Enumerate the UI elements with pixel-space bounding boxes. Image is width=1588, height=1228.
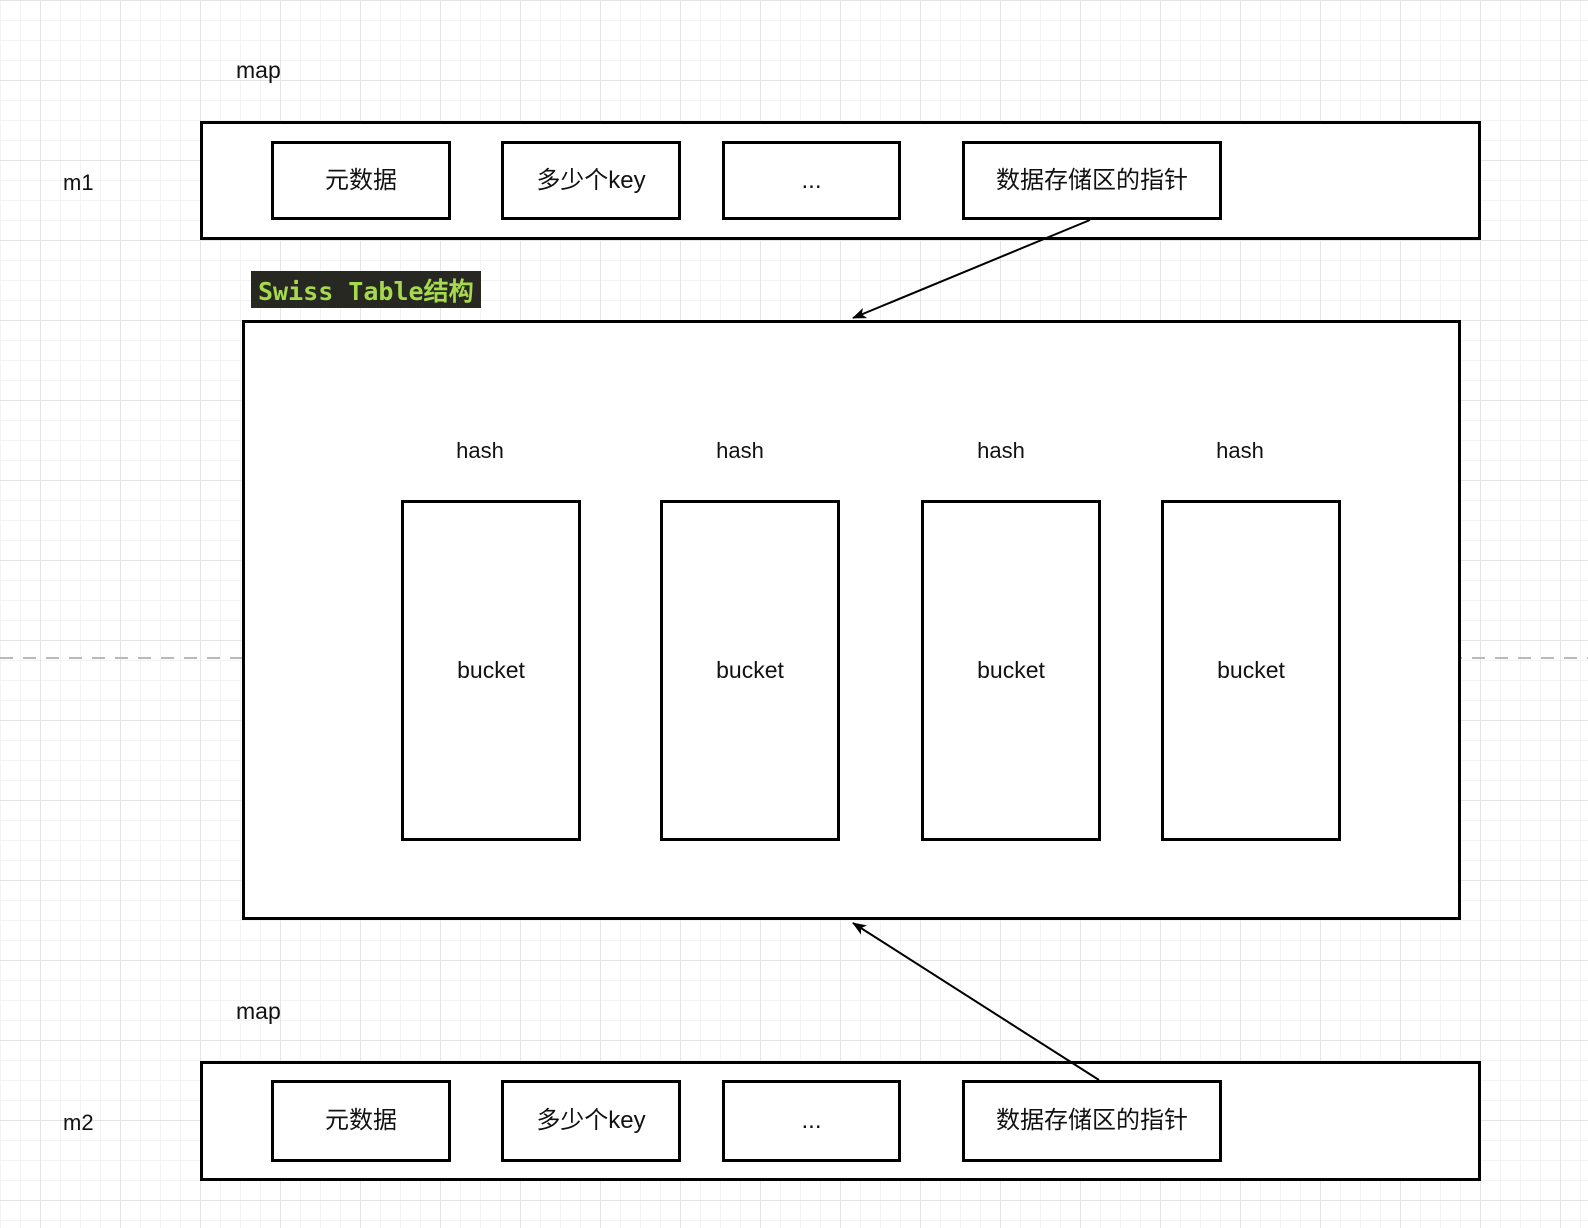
map1-cell-metadata[interactable]: 元数据 <box>271 141 451 220</box>
map2-cell-data-pointer[interactable]: 数据存储区的指针 <box>962 1080 1222 1162</box>
swiss-table-badge[interactable]: Swiss Table结构 <box>251 271 481 308</box>
map1-instance-label[interactable]: m1 <box>63 170 94 195</box>
bucket-box-3[interactable]: bucket <box>921 500 1101 841</box>
cell-label: ... <box>801 166 822 194</box>
map2-instance-label[interactable]: m2 <box>63 1110 94 1135</box>
cell-label: ... <box>801 1107 822 1134</box>
bucket-label: bucket <box>977 657 1045 683</box>
bucket-label: bucket <box>1217 657 1285 683</box>
arrow-m2-pointer-to-swiss-table[interactable] <box>852 922 1100 1081</box>
hash-label-1[interactable]: hash <box>456 438 504 463</box>
bucket-label: bucket <box>457 657 525 683</box>
map2-title[interactable]: map <box>236 998 281 1024</box>
bucket-label: bucket <box>716 657 784 683</box>
cell-label: 多少个key <box>536 1107 646 1134</box>
bucket-box-1[interactable]: bucket <box>401 500 581 841</box>
bucket-box-2[interactable]: bucket <box>660 500 840 841</box>
cell-label: 数据存储区的指针 <box>996 166 1188 194</box>
cell-label: 元数据 <box>325 166 397 194</box>
map2-cell-ellipsis[interactable]: ... <box>722 1080 901 1162</box>
hash-label-2[interactable]: hash <box>716 438 764 463</box>
map1-cell-ellipsis[interactable]: ... <box>722 141 901 220</box>
map1-cell-keycount[interactable]: 多少个key <box>501 141 681 220</box>
hash-label-4[interactable]: hash <box>1216 438 1264 463</box>
map1-cell-data-pointer[interactable]: 数据存储区的指针 <box>962 141 1222 220</box>
map1-title[interactable]: map <box>236 57 281 83</box>
bucket-box-4[interactable]: bucket <box>1161 500 1341 841</box>
cell-label: 元数据 <box>325 1107 397 1134</box>
map2-cell-metadata[interactable]: 元数据 <box>271 1080 451 1162</box>
cell-label: 数据存储区的指针 <box>996 1107 1188 1134</box>
cell-label: 多少个key <box>536 166 646 194</box>
hash-label-3[interactable]: hash <box>977 438 1025 463</box>
map2-cell-keycount[interactable]: 多少个key <box>501 1080 681 1162</box>
